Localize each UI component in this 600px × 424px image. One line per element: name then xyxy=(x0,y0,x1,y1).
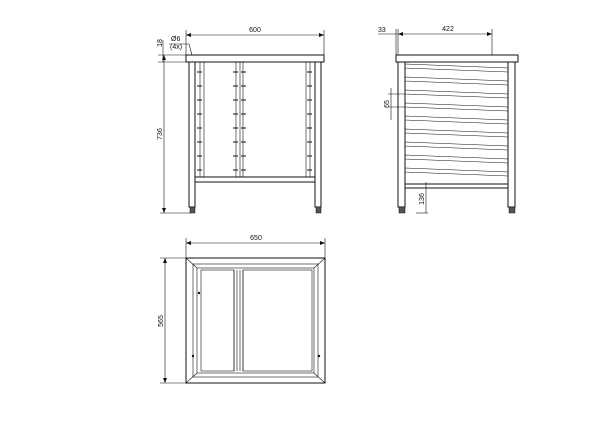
top-depth-label: 565 xyxy=(158,315,165,327)
side-bottom-clearance-label: 136 xyxy=(419,193,426,205)
side-rails xyxy=(404,63,509,177)
front-left-foot xyxy=(189,206,196,214)
side-rail-spacing-label: 65 xyxy=(384,100,391,108)
top-depth-dimension: 565 xyxy=(158,257,186,384)
front-top-slab xyxy=(185,54,325,63)
front-left-leg xyxy=(188,61,196,208)
side-left-foot xyxy=(398,206,406,214)
side-depth-dimension: 422 xyxy=(397,26,493,55)
front-width-label: 600 xyxy=(249,27,261,34)
front-right-leg xyxy=(314,61,322,208)
front-view: 600 18 Ø6 (4x) 736 xyxy=(157,27,325,214)
front-foot-callout: Ø6 (4x) xyxy=(169,36,193,56)
side-left-leg xyxy=(397,61,406,208)
top-width-label: 650 xyxy=(250,235,262,242)
front-foot-diameter-label: Ø6 xyxy=(171,36,180,43)
front-height-dimension: 736 xyxy=(157,55,190,214)
top-view: 650 565 xyxy=(158,235,326,384)
front-bottom-crossbar xyxy=(194,176,316,183)
side-right-leg xyxy=(507,61,516,208)
side-top-slab xyxy=(395,54,519,63)
front-rail-ticks xyxy=(197,71,312,171)
side-offset-dimension: 33 xyxy=(378,27,398,55)
top-left-opening xyxy=(200,269,235,372)
top-right-opening xyxy=(242,269,313,372)
side-right-foot xyxy=(508,206,516,214)
side-rail-spacing-dimension: 65 xyxy=(384,88,405,120)
side-view: 422 33 65 136 xyxy=(378,26,519,214)
front-foot-count-label: (4x) xyxy=(170,44,182,51)
top-inner-frame xyxy=(192,263,319,378)
side-bottom-clearance-dimension: 136 xyxy=(416,182,428,214)
top-outer-frame xyxy=(185,257,326,384)
side-offset-label: 33 xyxy=(378,27,386,34)
front-right-foot xyxy=(315,206,322,214)
top-width-dimension: 650 xyxy=(185,235,326,258)
front-width-dimension: 600 xyxy=(185,27,325,55)
front-top-thickness-label: 18 xyxy=(157,39,164,47)
side-bottom-crossbar xyxy=(404,183,509,189)
side-depth-label: 422 xyxy=(442,26,454,33)
front-height-label: 736 xyxy=(157,128,164,140)
